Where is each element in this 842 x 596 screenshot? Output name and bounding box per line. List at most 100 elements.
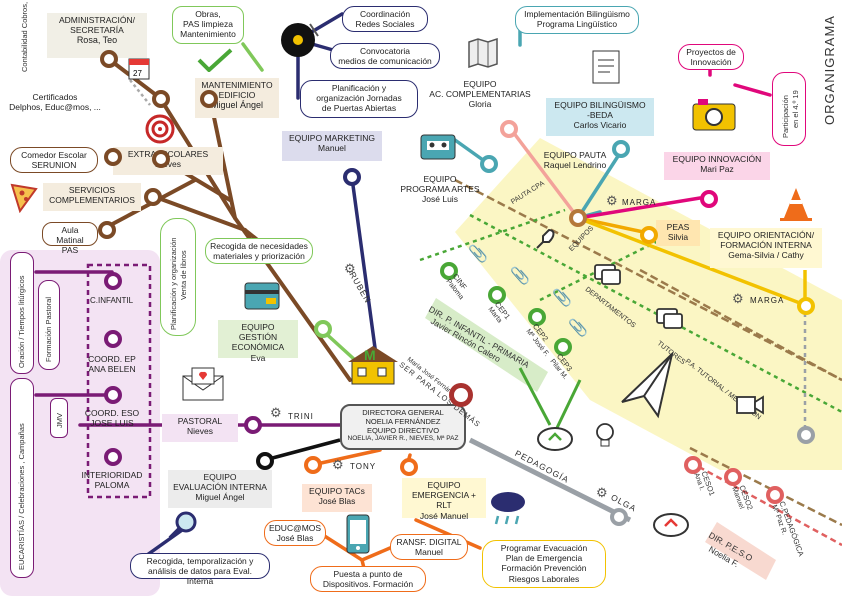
admin-box[interactable]: ADMINISTRACIÓN/ SECRETARÍA Rosa, Teo: [47, 13, 147, 58]
participacion-label2: en el 4.º 19: [791, 90, 800, 128]
ring-comedor[interactable]: [104, 148, 122, 166]
tacs-box[interactable]: EQUIPO TACs José Blas: [302, 484, 372, 512]
recogida-box[interactable]: Recogida de necesidades materiales y pri…: [205, 238, 313, 264]
innovacion-box[interactable]: EQUIPO INNOVACIÓN Mari Paz: [664, 152, 770, 180]
peas-box[interactable]: PEAS Silvia: [656, 220, 700, 246]
ring-mant2[interactable]: [200, 90, 218, 108]
ring-ceso2[interactable]: [724, 468, 742, 486]
aula-line2: PAS: [61, 245, 79, 256]
puesta-box[interactable]: Puesta a punto de Dispositivos. Formació…: [310, 566, 426, 592]
ring-tacs[interactable]: [304, 456, 322, 474]
ring-pastoral[interactable]: [244, 416, 262, 434]
paper-plane-icon: [618, 350, 676, 425]
gear-icon: ⚙: [732, 291, 744, 306]
cassette-icon: [420, 134, 456, 165]
recogida-eval-box[interactable]: Recogida, temporalización y análisis de …: [130, 553, 270, 586]
map-icon: [467, 37, 499, 73]
bilingue-title1: EQUIPO BILINGÜISMO: [554, 100, 646, 110]
ring-grey-pedagogia[interactable]: [610, 508, 628, 526]
ring-cep1[interactable]: [488, 286, 506, 304]
ring-aula[interactable]: [98, 221, 116, 239]
ring-marketing[interactable]: [343, 168, 361, 186]
magnifier-icon: [168, 510, 198, 545]
mant-title1: MANTENIMIENTO: [201, 80, 273, 90]
paperclip-icon: 📎: [568, 320, 588, 337]
ring-admin[interactable]: [100, 50, 118, 68]
bilingue-box[interactable]: EQUIPO BILINGÜISMO -BEDA Carlos Vicario: [546, 98, 654, 136]
ring-peas[interactable]: [640, 226, 658, 244]
ring-cinfantil[interactable]: [104, 272, 122, 290]
programar2: Plan de Emergencia: [505, 553, 583, 564]
evaluacion-box[interactable]: EQUIPO EVALUACIÓN INTERNA Miguel Ángel: [168, 470, 272, 508]
ring-cinf[interactable]: [440, 262, 458, 280]
formacion-box[interactable]: [38, 280, 60, 370]
proyectos-box[interactable]: Proyectos de Innovación: [678, 44, 744, 70]
eucaristias-box[interactable]: [10, 378, 34, 578]
servicios-title2: COMPLEMENTARIOS: [49, 195, 135, 206]
pauta-box[interactable]: EQUIPO PAUTA Raquel Lendrino: [534, 148, 616, 174]
marketing-box[interactable]: EQUIPO MARKETING Manuel: [282, 131, 382, 161]
ring-cep2[interactable]: [528, 308, 546, 326]
green-band: [425, 298, 548, 392]
ring-coord-eso[interactable]: [104, 386, 122, 404]
emergencia-box[interactable]: EQUIPO EMERGENCIA + RLT José Manuel: [402, 478, 486, 521]
ring-pauta[interactable]: [612, 140, 630, 158]
ring-evaluacion[interactable]: [256, 452, 274, 470]
paperclip-icon: 📎: [468, 246, 488, 263]
svg-text:M: M: [364, 347, 376, 363]
complementarias-box[interactable]: EQUIPO AC. COMPLEMENTARIAS Gloria: [420, 77, 540, 115]
ring-grey-right[interactable]: [797, 426, 815, 444]
jmv-box[interactable]: [50, 398, 68, 438]
ring-emergencia[interactable]: [400, 458, 418, 476]
ring-gestion[interactable]: [314, 320, 332, 338]
servicios-box[interactable]: SERVICIOS COMPLEMENTARIOS: [43, 183, 141, 211]
ring-artes[interactable]: [480, 155, 498, 173]
yellow-band: [455, 138, 842, 470]
ring-ceso1[interactable]: [684, 456, 702, 474]
programar-box[interactable]: Programar Evacuación Plan de Emergencia …: [482, 540, 606, 588]
aula-line1: Aula Matinal: [56, 225, 84, 246]
center-box[interactable]: DIRECTORA GENERAL NOELIA FERNÁNDEZ EQUIP…: [340, 404, 466, 450]
comedor-box[interactable]: Comedor Escolar SERUNION: [10, 147, 98, 173]
pastoral-box[interactable]: PASTORAL Nieves: [162, 414, 238, 442]
orientacion-box[interactable]: EQUIPO ORIENTACIÓN/ FORMACIÓN INTERNA Ge…: [710, 228, 822, 268]
cone-icon: [778, 186, 814, 227]
eval-person: Miguel Ángel: [195, 492, 245, 503]
ring-innovacion[interactable]: [700, 190, 718, 208]
impl-box[interactable]: Implementación Bilingüismo Programa Ling…: [515, 6, 639, 34]
paperclip-icon: 📎: [510, 268, 530, 285]
educamos-box[interactable]: EDUC@MOS José Blas: [264, 520, 326, 546]
ring-extra[interactable]: [152, 150, 170, 168]
ring-servicios[interactable]: [144, 188, 162, 206]
participacion-box[interactable]: [772, 72, 806, 146]
interioridad-box: INTERIORIDAD PALOMA: [74, 468, 150, 490]
artes-box[interactable]: EQUIPO PROGRAMA ARTES José Luis: [385, 172, 495, 210]
ring-cep3[interactable]: [554, 338, 572, 356]
planif-box[interactable]: Planificación y organización Jornadas de…: [300, 80, 418, 118]
obras-box[interactable]: Obras, PAS limpieza Mantenimiento: [172, 6, 244, 44]
ring-cpedagogica[interactable]: [766, 486, 784, 504]
comedor-line1: Comedor Escolar: [21, 150, 87, 160]
obras-line1: Obras,: [195, 9, 221, 19]
bilingue-person: Carlos Vicario: [573, 120, 627, 131]
ransf-box[interactable]: RANSF. DIGITAL Manuel: [390, 534, 468, 560]
ring-interioridad[interactable]: [104, 448, 122, 466]
oracion-box[interactable]: [10, 252, 34, 374]
certificados-box[interactable]: Certificados Delphos, Educ@mos, ...: [5, 90, 105, 116]
coord-ep1: COORD. EP: [88, 354, 136, 364]
aula-box[interactable]: Aula Matinal PAS: [42, 222, 98, 255]
ring-mant[interactable]: [152, 90, 170, 108]
ransf-person: Manuel: [415, 547, 443, 558]
planif-venta-box[interactable]: [160, 218, 196, 336]
ring-orientacion[interactable]: [797, 297, 815, 315]
convocatoria-box[interactable]: Convocatoria medios de comunicación: [330, 43, 440, 69]
lightbulb-icon: [594, 422, 616, 453]
oracion-label: Oración / Tiempos litúrgicos: [17, 275, 26, 368]
ring-complementarias[interactable]: [500, 120, 518, 138]
ring-coord-ep[interactable]: [104, 330, 122, 348]
ring-hub[interactable]: [569, 209, 587, 227]
interior1: INTERIORIDAD: [81, 470, 143, 480]
gestion-box[interactable]: EQUIPO GESTIÓN ECONÓMICA Eva: [218, 320, 298, 363]
coordinacion-box[interactable]: Coordinación Redes Sociales: [342, 6, 428, 32]
mant-box[interactable]: MANTENIMIENTO EDIFICIO Miguel Ángel: [195, 78, 279, 118]
